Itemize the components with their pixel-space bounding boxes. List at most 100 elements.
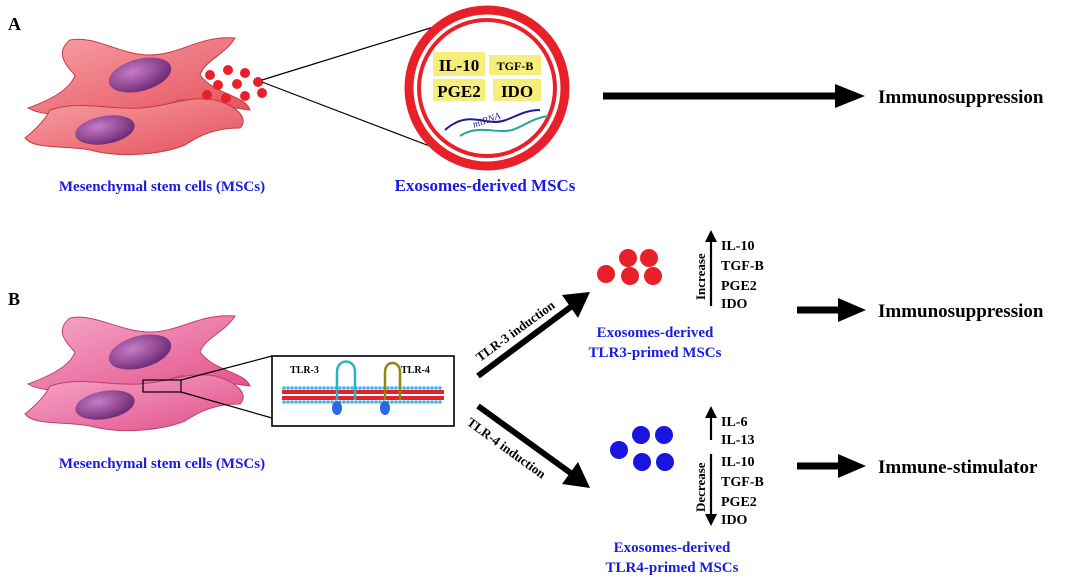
lipid-head: [370, 386, 374, 390]
msc-cells-a: [24, 37, 251, 156]
lipid-head: [362, 386, 366, 390]
lipid-head: [326, 386, 330, 390]
tlr3-factor-3: PGE2: [721, 279, 757, 294]
lipid-head: [306, 400, 310, 404]
mirna-strand-1: [444, 109, 541, 131]
mirna-strand-2: [459, 115, 549, 137]
tlr4-label: TLR-4: [401, 365, 430, 376]
lipid-head: [374, 400, 378, 404]
lipid-head: [330, 386, 334, 390]
lipid-head: [302, 386, 306, 390]
arrow-a: [603, 84, 865, 108]
lipid-head: [298, 386, 302, 390]
lipid-head: [390, 400, 394, 404]
lipid-head: [414, 386, 418, 390]
lipid-head: [294, 400, 298, 404]
increase-arrow: [705, 230, 717, 306]
lipid-head: [378, 400, 382, 404]
mirna-label: miRNA: [471, 110, 503, 131]
lipid-head: [346, 386, 350, 390]
tlr3-exosome-label-2: TLR3-primed MSCs: [589, 345, 722, 361]
lipid-head: [330, 400, 334, 404]
lipid-head: [326, 400, 330, 404]
lipid-head: [286, 386, 290, 390]
msc-label-b: Mesenchymal stem cells (MSCs): [59, 456, 265, 472]
tlr4-increase-factor-2: IL-13: [721, 433, 754, 448]
lipid-head: [294, 386, 298, 390]
tlr3-label: TLR-3: [290, 365, 319, 376]
zoom-line-bottom: [261, 81, 441, 151]
outcome-tlr4: Immune-stimulator: [878, 457, 1038, 478]
tlr4-increase-arrow: [705, 406, 717, 440]
lipid-head: [314, 400, 318, 404]
tlr3-induction-label: TLR-3 induction: [473, 297, 558, 365]
tlr4-receptor: [383, 361, 402, 400]
arrow-outcome-tlr3: [797, 298, 866, 322]
tlr3-factor-4: IDO: [721, 297, 748, 312]
lipid-head: [290, 386, 294, 390]
lipid-head: [362, 400, 366, 404]
exosome-label-a: Exosomes-derived MSCs: [395, 176, 576, 195]
panel-b-letter: B: [8, 289, 20, 309]
lipid-head: [422, 386, 426, 390]
tlr3-factor-1: IL-10: [721, 239, 754, 254]
tlr4-decrease-factor-4: IDO: [721, 513, 748, 528]
lipid-head: [306, 386, 310, 390]
lipid-head: [286, 400, 290, 404]
outcome-tlr3: Immunosuppression: [878, 301, 1044, 322]
cargo-box-il10: [433, 52, 485, 76]
lipid-head: [290, 400, 294, 404]
zoom-line-b-bottom: [180, 391, 273, 419]
lipid-head: [358, 386, 362, 390]
lipid-head: [434, 386, 438, 390]
lipid-head: [342, 386, 346, 390]
cargo-box-pge2: [433, 79, 485, 101]
lipid-head: [310, 386, 314, 390]
membrane-box: TLR-3 TLR-4: [271, 355, 455, 427]
tlr4-exosome-label-1: Exosomes-derived: [614, 540, 731, 556]
lipid-head: [322, 400, 326, 404]
lipid-head: [418, 386, 422, 390]
lipid-head: [314, 386, 318, 390]
cargo-pge2: PGE2: [437, 82, 480, 101]
cargo-il10: IL-10: [439, 56, 480, 75]
exosome-zoom: IL-10 TGF-B PGE2 IDO miRNA: [404, 5, 570, 171]
tlr3-exosome-label-1: Exosomes-derived: [597, 325, 714, 341]
tlr4-decrease-factor-2: TGF-B: [721, 475, 764, 490]
cargo-tgfb: TGF-B: [497, 59, 534, 73]
lipid-head: [338, 386, 342, 390]
lipid-head: [434, 400, 438, 404]
lipid-head: [350, 386, 354, 390]
arrow-outcome-tlr4: [797, 454, 866, 478]
arrow-tlr4-induction: [476, 403, 590, 488]
lipid-head: [318, 400, 322, 404]
lipid-head: [398, 400, 402, 404]
zoom-line-top: [261, 24, 441, 81]
tlr4-exosomes: [610, 426, 674, 471]
tlr4-increase-factor-1: IL-6: [721, 415, 747, 430]
tlr4-decrease-factor-3: PGE2: [721, 495, 757, 510]
decrease-arrow: [705, 454, 717, 526]
lipid-head: [318, 386, 322, 390]
lipid-head: [406, 386, 410, 390]
lipid-head: [378, 386, 382, 390]
lipid-head: [418, 400, 422, 404]
lipid-head: [374, 386, 378, 390]
lipid-head: [346, 400, 350, 404]
lipid-head: [426, 386, 430, 390]
lipid-head: [438, 400, 442, 404]
lipid-head: [386, 386, 390, 390]
cargo-box-ido: [493, 79, 541, 101]
cargo-ido: IDO: [501, 82, 533, 101]
lipid-head: [394, 400, 398, 404]
lipid-head: [322, 386, 326, 390]
lipid-head: [410, 386, 414, 390]
lipid-head: [410, 400, 414, 404]
lipid-head: [426, 400, 430, 404]
tlr4-exosome-label-2: TLR4-primed MSCs: [606, 560, 739, 576]
lipid-head: [422, 400, 426, 404]
lipid-head: [302, 400, 306, 404]
lipid-head: [354, 400, 358, 404]
lipid-head: [402, 386, 406, 390]
lipid-head: [358, 400, 362, 404]
